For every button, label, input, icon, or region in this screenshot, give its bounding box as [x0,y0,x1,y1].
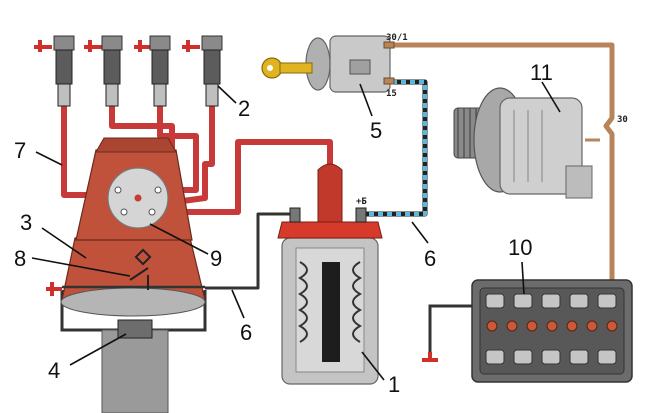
capacitor [117,319,153,339]
battery [422,279,633,383]
callout-10: 10 [508,235,532,260]
callout-6-left: 6 [240,320,252,345]
spark-plug-1 [34,35,75,107]
spark-plug-4 [182,35,223,107]
callout-3: 3 [20,210,32,235]
callout-11: 11 [530,60,553,85]
callout-5: 5 [370,118,382,143]
key-icon [261,57,313,79]
switch-terminal-30-1-label: 30/1 [386,33,408,43]
callout-8: 8 [14,246,26,271]
spark-plugs [34,35,223,107]
spark-plug-2 [84,35,123,107]
coil-cap [277,221,383,239]
spark-plug-3 [134,35,171,107]
ignition-coil [277,163,383,385]
callout-9: 9 [210,246,222,271]
callout-4: 4 [48,358,60,383]
feed-wire [382,42,615,290]
low-voltage-wire [205,212,292,290]
callout-leaders [31,81,561,381]
high-voltage-wires [61,104,333,215]
coil-plus-terminal-label: +Б [356,197,367,207]
breaker-contacts [129,267,149,290]
callout-2: 2 [238,96,250,121]
switch-to-coil-wire [362,79,428,217]
ignition-switch [261,35,395,93]
alternator-terminal-30-label: 30 [617,115,628,125]
switch-terminal-15-label: 15 [386,89,397,99]
distributor [46,137,206,413]
callout-7: 7 [14,138,26,163]
coil-core [322,262,340,362]
callout-1: 1 [388,372,400,397]
callout-6-right: 6 [424,246,436,271]
alternator [453,87,593,199]
